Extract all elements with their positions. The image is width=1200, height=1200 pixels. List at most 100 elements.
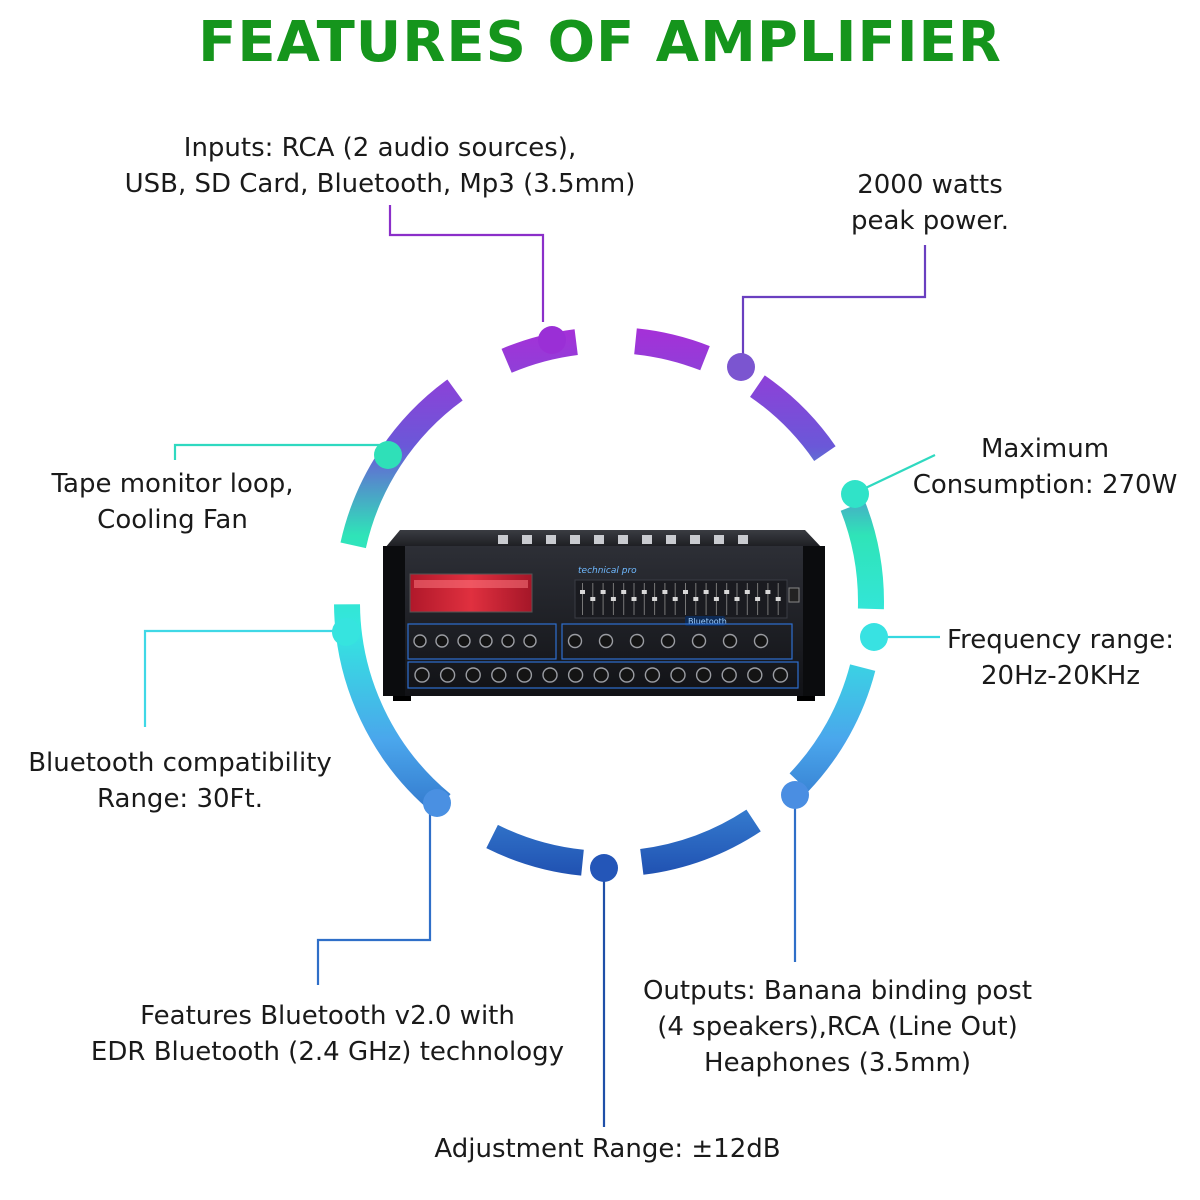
eq-track xyxy=(705,583,707,615)
ring-segment xyxy=(840,501,884,610)
connector-inputs xyxy=(388,205,545,322)
eq-slider-cap xyxy=(765,590,771,594)
eq-track xyxy=(623,583,625,615)
ring-segment xyxy=(486,824,585,876)
vent-slot xyxy=(738,535,748,544)
knob xyxy=(439,667,456,683)
connector-bluetooth-range xyxy=(143,629,343,727)
knob xyxy=(721,667,737,683)
eq-slider-cap xyxy=(590,597,596,601)
vent-slot xyxy=(522,535,532,544)
knob xyxy=(413,634,427,648)
eq-track xyxy=(746,583,748,615)
eq-slider-cap xyxy=(600,590,606,594)
connector-peak-power xyxy=(741,245,927,356)
feature-label-frequency: Frequency range: 20Hz-20KHz xyxy=(947,625,1174,691)
connector-bluetooth-version xyxy=(316,803,432,985)
eq-track xyxy=(582,583,583,615)
node-dot-peak-power xyxy=(727,353,755,381)
knob xyxy=(542,667,558,683)
knob xyxy=(501,634,515,648)
eq-slider-cap xyxy=(744,590,750,594)
knob xyxy=(772,667,789,683)
knob xyxy=(670,667,686,683)
eq-slider-cap xyxy=(631,597,637,601)
feature-label-max-consumption: Maximum Consumption: 270W xyxy=(912,434,1178,500)
knob xyxy=(629,633,645,649)
eq-slider-cap xyxy=(775,597,781,601)
eq-slider-cap xyxy=(755,597,761,601)
eq-slider-cap xyxy=(734,597,740,601)
eq-slider-cap xyxy=(724,590,730,594)
knob xyxy=(619,667,635,683)
feature-label-bluetooth-range: Bluetooth compatibility Range: 30Ft. xyxy=(28,748,332,814)
ring-segment xyxy=(501,329,579,373)
node-dot-bluetooth-version xyxy=(423,789,451,817)
vent-slot xyxy=(618,535,628,544)
vent-slot xyxy=(666,535,676,544)
eq-slider-cap xyxy=(580,590,585,594)
amplifier-brand: technical pro xyxy=(578,566,637,576)
feature-label-inputs: Inputs: RCA (2 audio sources), USB, SD C… xyxy=(124,133,636,199)
eq-slider-cap xyxy=(683,590,688,594)
vent-slot xyxy=(498,535,508,544)
vent-slot xyxy=(594,535,604,544)
amplifier-image: technical pro Bluetooth xyxy=(383,530,825,701)
eq-slider-cap xyxy=(621,590,627,594)
eq-slider-cap xyxy=(713,597,719,601)
node-dot-frequency xyxy=(860,623,888,651)
node-dot-tape-monitor xyxy=(374,441,402,469)
eq-track xyxy=(664,583,666,615)
node-dot-outputs xyxy=(781,781,809,809)
knob xyxy=(722,633,738,649)
knob xyxy=(644,667,661,683)
knob xyxy=(567,667,584,683)
eq-slider-cap xyxy=(693,597,699,601)
eq-track xyxy=(726,583,728,615)
eq-slider-cap xyxy=(662,590,668,594)
node-dot-bluetooth-range xyxy=(332,618,360,646)
page-title: FEATURES OF AMPLIFIER xyxy=(198,10,1002,75)
ring-segment xyxy=(340,379,463,549)
knob xyxy=(753,633,769,649)
eq-slider-cap xyxy=(703,590,709,594)
ring-segment xyxy=(749,375,836,462)
knob xyxy=(435,634,449,648)
knob xyxy=(691,633,707,649)
knob xyxy=(593,667,609,683)
knob xyxy=(516,667,533,683)
feature-label-tape-monitor: Tape monitor loop, Cooling Fan xyxy=(51,469,294,535)
vent-slot xyxy=(714,535,724,544)
knob xyxy=(747,667,763,683)
knob xyxy=(567,633,583,649)
eq-slider-cap xyxy=(652,597,658,601)
knob xyxy=(523,634,537,648)
ring-segment xyxy=(639,809,761,875)
knob xyxy=(695,667,712,683)
connector-tape-monitor xyxy=(173,443,385,460)
eq-track xyxy=(602,583,604,615)
node-dot-inputs xyxy=(538,326,566,354)
bluetooth-badge: Bluetooth xyxy=(688,617,727,626)
node-dot-max-consumption xyxy=(841,480,869,508)
vent-slot xyxy=(642,535,652,544)
knob xyxy=(414,667,430,683)
feature-label-outputs: Outputs: Banana binding post (4 speakers… xyxy=(642,976,1033,1078)
ring-segment xyxy=(633,328,710,371)
knob xyxy=(465,667,481,683)
knob xyxy=(660,633,676,649)
knob xyxy=(598,633,614,649)
eq-track xyxy=(767,583,769,615)
knob xyxy=(479,634,493,648)
knob xyxy=(457,634,471,648)
knob xyxy=(491,667,507,683)
vent-slot xyxy=(690,535,700,544)
vent-slot xyxy=(570,535,580,544)
feature-label-adjustment: Adjustment Range: ±12dB xyxy=(434,1134,781,1164)
eq-track xyxy=(643,583,645,615)
ring-segment xyxy=(789,664,876,792)
feature-label-bluetooth-version: Features Bluetooth v2.0 with EDR Bluetoo… xyxy=(90,1001,565,1067)
connector-max-consumption xyxy=(854,454,936,494)
eq-track xyxy=(685,583,686,615)
